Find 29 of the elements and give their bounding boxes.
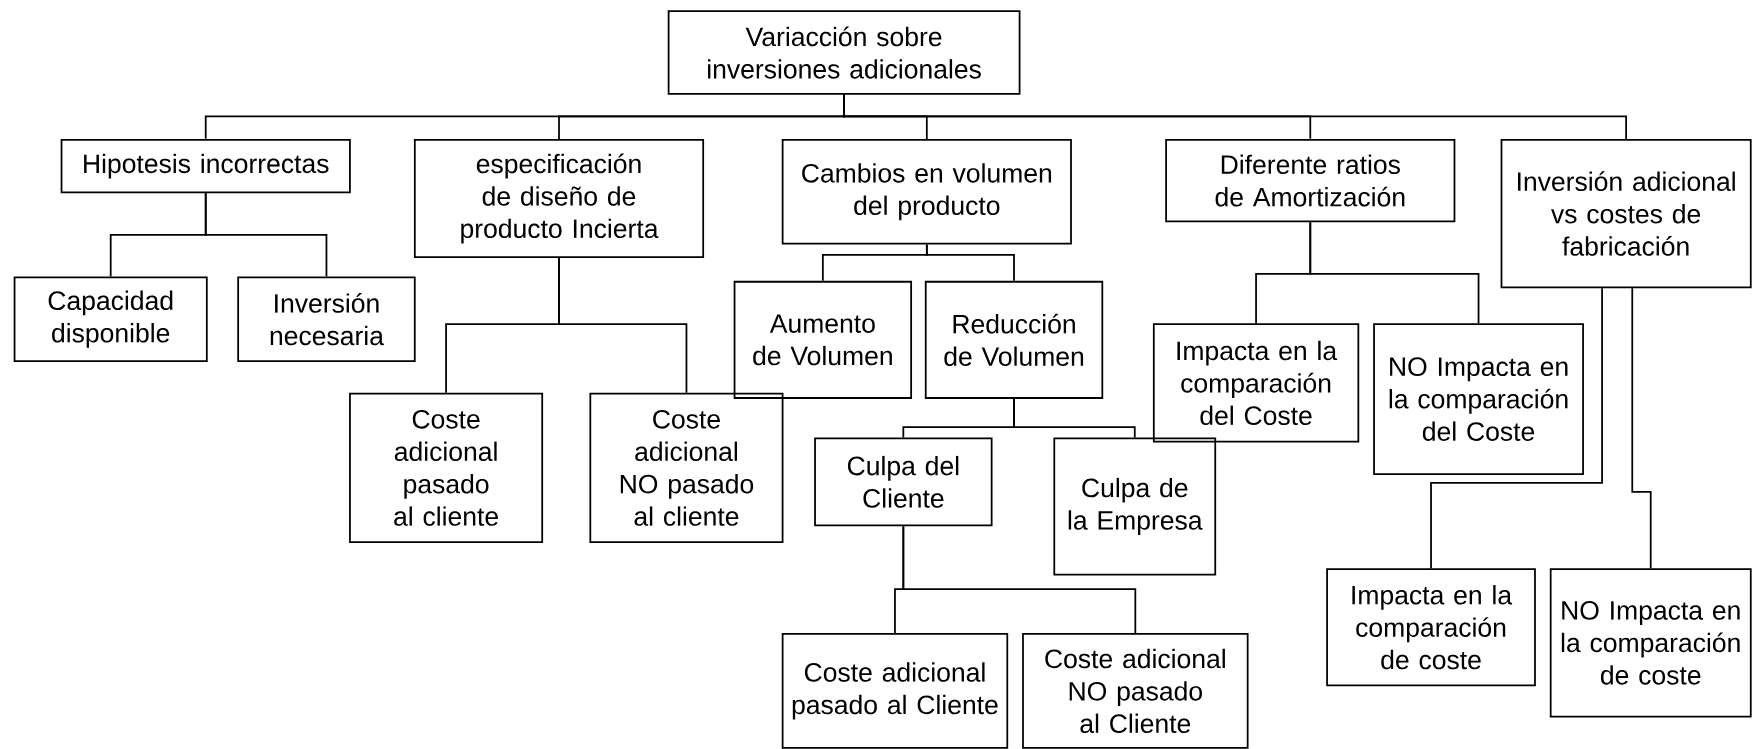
- process-box: Culpa de la Empresa: [1053, 437, 1217, 576]
- process-box: Coste adicional NO pasado al Cliente: [1022, 633, 1249, 749]
- process-box: Reducción de Volumen: [924, 280, 1104, 399]
- process-box: Inversión adicional vs costes de fabricación: [1500, 138, 1752, 289]
- connector-line: [902, 525, 1137, 634]
- process-box: Inversión necesaria: [237, 276, 416, 362]
- process-box: Variacción sobre inversiones adicionales: [667, 10, 1021, 95]
- process-box: Culpa del Cliente: [814, 437, 993, 527]
- process-box: Cambios en volumen del producto: [781, 138, 1072, 245]
- connector-line: [925, 243, 1015, 282]
- process-box: Coste adicional pasado al Cliente: [781, 633, 1009, 749]
- connector-line: [204, 192, 328, 278]
- process-box: Diferente ratios de Amortización: [1165, 138, 1456, 223]
- process-box: Hipotesis incorrectas: [60, 138, 351, 194]
- process-box: NO Impacta en la comparación del Coste: [1373, 323, 1584, 475]
- connector-line: [1430, 287, 1603, 570]
- process-box: Coste adicional NO pasado al cliente: [589, 392, 784, 544]
- process-box: Impacta en la comparación de coste: [1326, 568, 1536, 687]
- connector-line: [1309, 221, 1480, 325]
- process-box: NO Impacta en la comparación de coste: [1549, 568, 1752, 718]
- process-box: Capacidad disponible: [13, 276, 208, 362]
- connector-line: [1631, 287, 1652, 570]
- process-box: especificación de diseño de producto Incierta: [413, 138, 705, 258]
- connector-line: [1013, 397, 1136, 439]
- connector-line: [558, 257, 688, 394]
- process-box: Coste adicional pasado al cliente: [349, 392, 544, 544]
- process-box: Aumento de Volumen: [733, 280, 913, 399]
- connector-line: [843, 93, 1627, 140]
- process-box: Impacta en la comparación del Coste: [1152, 323, 1360, 443]
